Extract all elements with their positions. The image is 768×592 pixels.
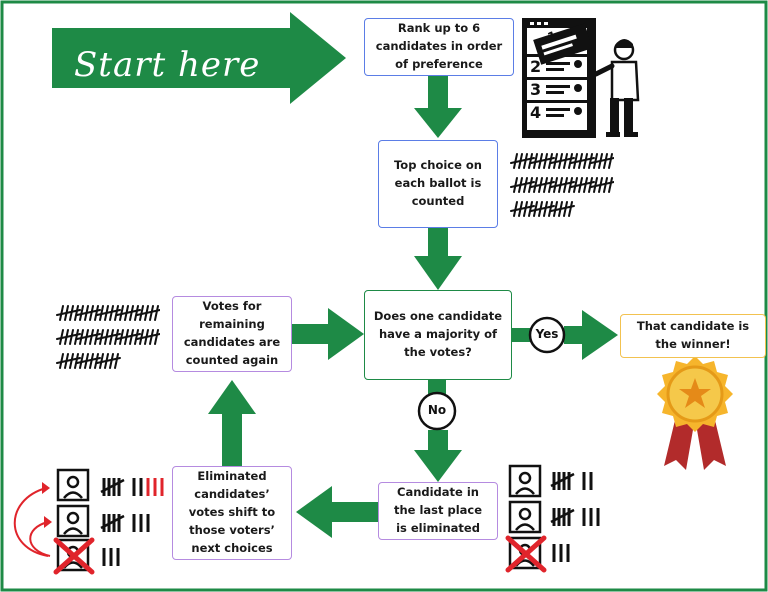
count-right-1 [550, 468, 608, 501]
arrow-down-2 [414, 228, 462, 290]
no-circle [417, 391, 457, 431]
count-left-1 [100, 474, 179, 507]
no-label: No [427, 403, 447, 417]
count-right-2 [550, 504, 615, 537]
ballot-number-3: 3 [530, 80, 542, 99]
count-right-3 [550, 540, 585, 573]
step-winner: That candidate is the winner! [620, 314, 766, 358]
count-left-3 [100, 544, 135, 577]
award-ribbon-icon [657, 356, 733, 470]
step-shift: Eliminated candidates’ votes shift to th… [172, 466, 292, 560]
step-last-place: Candidate in the last place is eliminate… [378, 482, 498, 540]
ballot-number-4: 4 [530, 103, 542, 122]
arrow-down-no [414, 380, 462, 482]
candidate-icons-left [13, 468, 95, 575]
arrow-up-recount [208, 380, 256, 466]
step-majority: Does one candidate have a majority of th… [364, 290, 512, 380]
voter-person-icon [593, 39, 640, 137]
ballot-icon [522, 18, 596, 138]
start-arrow [52, 12, 346, 104]
arrow-right-recount [292, 308, 364, 360]
yes-circle [528, 316, 566, 354]
yes-label: Yes [535, 327, 559, 341]
start-here-label: Start here [74, 45, 261, 85]
step-recount: Votes for remaining candidates are count… [172, 296, 292, 372]
count-left-2 [100, 510, 165, 543]
tally-left [56, 302, 161, 385]
arrow-right-yes [512, 310, 618, 360]
ballot-number-2: 2 [530, 57, 542, 76]
tally-top [510, 150, 615, 233]
arrow-left-shift [296, 486, 378, 538]
arrow-down-1 [414, 74, 462, 138]
step-top-choice: Top choice on each ballot is counted [378, 140, 498, 228]
candidate-icons-right [505, 464, 547, 573]
step-rank: Rank up to 6 candidates in order of pref… [364, 18, 514, 76]
